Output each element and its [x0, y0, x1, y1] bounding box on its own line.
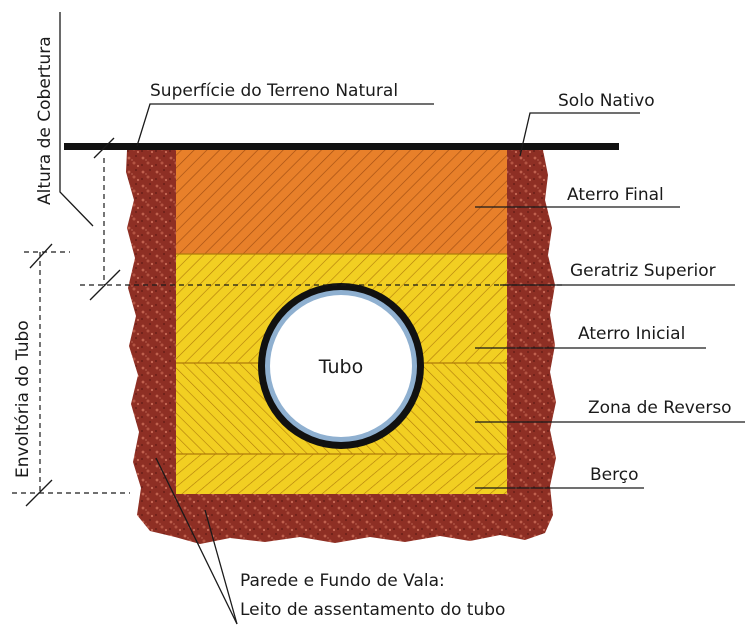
geratriz-label: Geratriz Superior [570, 261, 716, 281]
solo-nativo-label: Solo Nativo [558, 91, 655, 111]
berco-label: Berço [590, 465, 639, 485]
aterro-inicial-label: Aterro Inicial [578, 324, 685, 344]
solo-nativo-leader [519, 112, 640, 157]
pipe-label: Tubo [318, 356, 363, 378]
cover-tick-bottom [89, 269, 121, 301]
cover-tick-top [93, 137, 115, 159]
aterro-final-label: Aterro Final [567, 185, 664, 205]
superficie-label: Superfície do Terreno Natural [150, 81, 398, 101]
parede-label-line2: Leito de assentamento do tubo [240, 600, 505, 620]
aterro-final-layer [176, 150, 507, 254]
pipe [258, 283, 424, 449]
envelope-tick-top [29, 243, 53, 269]
parede-leader-floor [204, 509, 238, 625]
parede-label-line1: Parede e Fundo de Vala: [240, 571, 445, 591]
envelope-tick-bottom [25, 479, 53, 507]
altura-cobertura-label: Altura de Cobertura [35, 36, 55, 205]
superficie-leader [136, 103, 434, 147]
altura-cobertura-leader [59, 12, 94, 227]
ground-surface-line [64, 143, 619, 150]
envoltoria-label: Envoltória do Tubo [13, 320, 33, 478]
berco-layer [176, 454, 507, 494]
zona-reverso-label: Zona de Reverso [588, 398, 732, 418]
parede-leader-wall [155, 457, 238, 625]
